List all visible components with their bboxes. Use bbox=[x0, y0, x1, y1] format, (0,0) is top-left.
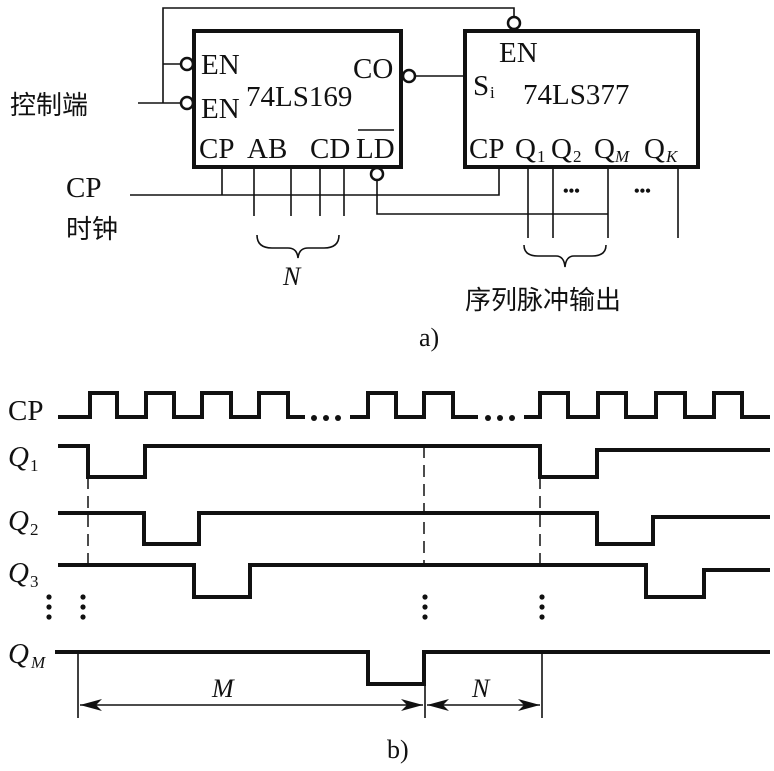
chip1-en2-label: EN bbox=[201, 93, 240, 125]
chip2-q2-label: Q bbox=[551, 133, 572, 165]
waveform-cp-part1 bbox=[58, 391, 305, 419]
ld-inversion-bubble bbox=[369, 166, 385, 182]
chip2-en-label: EN bbox=[499, 37, 538, 69]
sequence-output-label: 序列脉冲输出 bbox=[465, 286, 621, 316]
signal-label-q2-sub: 2 bbox=[30, 520, 39, 539]
signal-label-qm-sub: M bbox=[30, 653, 46, 672]
cp-ellipsis-2 bbox=[485, 415, 515, 421]
control-input-label: 控制端 bbox=[10, 91, 88, 121]
waveform-qm bbox=[55, 650, 770, 686]
en2-inversion-bubble bbox=[179, 95, 195, 111]
chip2-en-inversion-bubble bbox=[506, 15, 522, 31]
m-period-label: M bbox=[211, 674, 235, 703]
chip2-qm-sub: M bbox=[614, 147, 630, 166]
chip2-q2-sub: 2 bbox=[573, 147, 582, 166]
waveform-q1 bbox=[58, 444, 770, 479]
n-dimension-arrow bbox=[427, 699, 540, 711]
chip2-si-sub: i bbox=[490, 83, 495, 102]
chip1-cp-label: CP bbox=[199, 133, 234, 165]
chip1-ab-label: AB bbox=[247, 133, 287, 165]
chip2-q1-sub: 1 bbox=[537, 147, 546, 166]
vertical-ellipsis-2 bbox=[422, 594, 428, 620]
chip2-qk-sub: K bbox=[665, 147, 679, 166]
signal-label-q2: Q bbox=[8, 505, 29, 537]
en1-inversion-bubble bbox=[179, 56, 195, 72]
caption-b: b) bbox=[387, 735, 409, 764]
chip1-en1-label: EN bbox=[201, 49, 240, 81]
n-brace bbox=[256, 234, 340, 259]
chip-74ls169 bbox=[192, 29, 403, 169]
output-ellipsis-2: ••• bbox=[634, 183, 651, 200]
vertical-ellipsis-labels bbox=[46, 594, 52, 620]
clock-label-cp: CP bbox=[66, 172, 101, 204]
chip1-name: 74LS169 bbox=[246, 81, 352, 113]
m-dimension-arrow bbox=[80, 699, 423, 711]
cp-ellipsis-1 bbox=[311, 415, 341, 421]
chip2-qk-label: Q bbox=[644, 133, 665, 165]
chip2-name: 74LS377 bbox=[523, 79, 629, 111]
n-input-label: N bbox=[282, 262, 302, 291]
vertical-ellipsis-3 bbox=[539, 594, 545, 620]
output-ellipsis-1: ••• bbox=[563, 183, 580, 200]
waveform-cp-part3 bbox=[524, 391, 770, 419]
signal-label-q3-sub: 3 bbox=[30, 572, 39, 591]
chip1-co-label: CO bbox=[353, 53, 393, 85]
signal-label-cp: CP bbox=[8, 395, 43, 427]
caption-a: a) bbox=[419, 323, 439, 352]
chip1-ld-label: LD bbox=[356, 133, 395, 165]
clock-label-cn: 时钟 bbox=[66, 215, 118, 245]
waveform-q2 bbox=[58, 511, 770, 546]
n-period-label: N bbox=[471, 674, 491, 703]
waveform-cp-part2 bbox=[350, 391, 478, 419]
chip2-qm-label: Q bbox=[594, 133, 615, 165]
output-brace bbox=[523, 244, 607, 268]
figure-b-timing: CP Q 1 Q 2 Q 3 Q M bbox=[8, 391, 770, 764]
chip1-cd-label: CD bbox=[310, 133, 350, 165]
signal-label-q3: Q bbox=[8, 557, 29, 589]
waveform-q3 bbox=[58, 563, 770, 599]
chip-74ls377 bbox=[463, 29, 700, 169]
wire-ld-feedback bbox=[376, 180, 608, 215]
chip2-cp-label: CP bbox=[469, 133, 504, 165]
figure-a-circuit: EN EN 74LS169 CO CP AB CD LD EN S i 74LS… bbox=[10, 7, 700, 352]
signal-label-q1: Q bbox=[8, 441, 29, 473]
signal-label-qm: Q bbox=[8, 638, 29, 670]
chip2-q1-label: Q bbox=[515, 133, 536, 165]
chip2-si-label: S bbox=[473, 70, 489, 102]
co-inversion-bubble bbox=[401, 68, 417, 84]
vertical-ellipsis-1 bbox=[80, 594, 86, 620]
wire-control-to-chip2-en bbox=[162, 7, 515, 103]
wire-clock-bus bbox=[130, 167, 500, 196]
signal-label-q1-sub: 1 bbox=[30, 456, 39, 475]
